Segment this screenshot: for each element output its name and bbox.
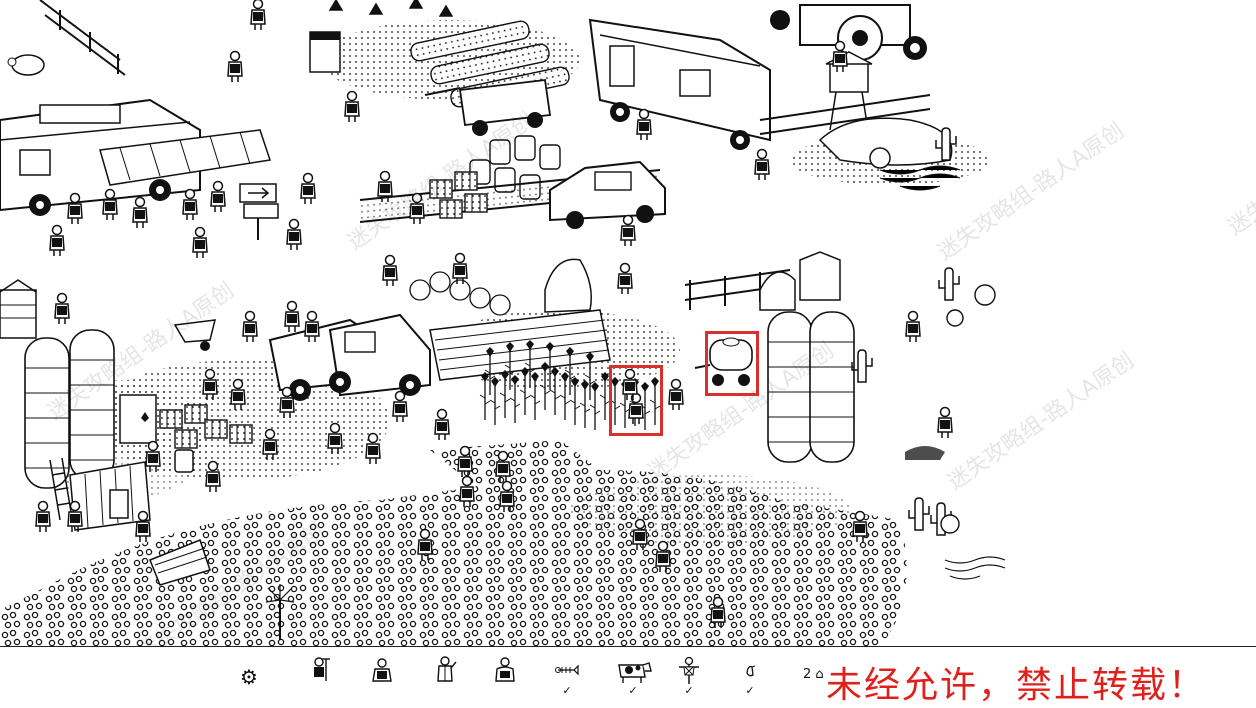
game-scene[interactable]	[0, 0, 1256, 646]
dancing-figure-icon	[495, 657, 515, 682]
target-1[interactable]	[302, 655, 336, 697]
figure-with-rake-icon	[314, 657, 330, 681]
found-target-highlight	[609, 365, 663, 436]
target-4[interactable]	[488, 655, 522, 697]
copyright-banner: 未经允许，禁止转载！	[826, 665, 1207, 706]
gear-icon[interactable]: ⚙	[240, 665, 258, 689]
fish-skeleton-icon	[555, 664, 579, 676]
target-5[interactable]: ✓	[550, 655, 584, 697]
hidden-folks-map[interactable]	[0, 0, 1256, 646]
target-7[interactable]: ✓	[672, 655, 706, 697]
scarecrow-icon	[679, 656, 699, 684]
seated-figure-icon	[372, 658, 392, 682]
remaining-counter: 2 ⌂	[803, 667, 824, 682]
small-bird-icon	[746, 665, 756, 677]
waving-figure-icon	[437, 656, 457, 682]
found-target-highlight	[705, 331, 759, 396]
target-8[interactable]: ✓	[733, 655, 767, 697]
target-toolbar: ⚙	[0, 646, 1256, 708]
cow-icon	[618, 662, 652, 683]
target-2[interactable]	[365, 655, 399, 697]
target-6[interactable]: ✓	[610, 655, 656, 697]
target-3[interactable]	[428, 655, 462, 697]
